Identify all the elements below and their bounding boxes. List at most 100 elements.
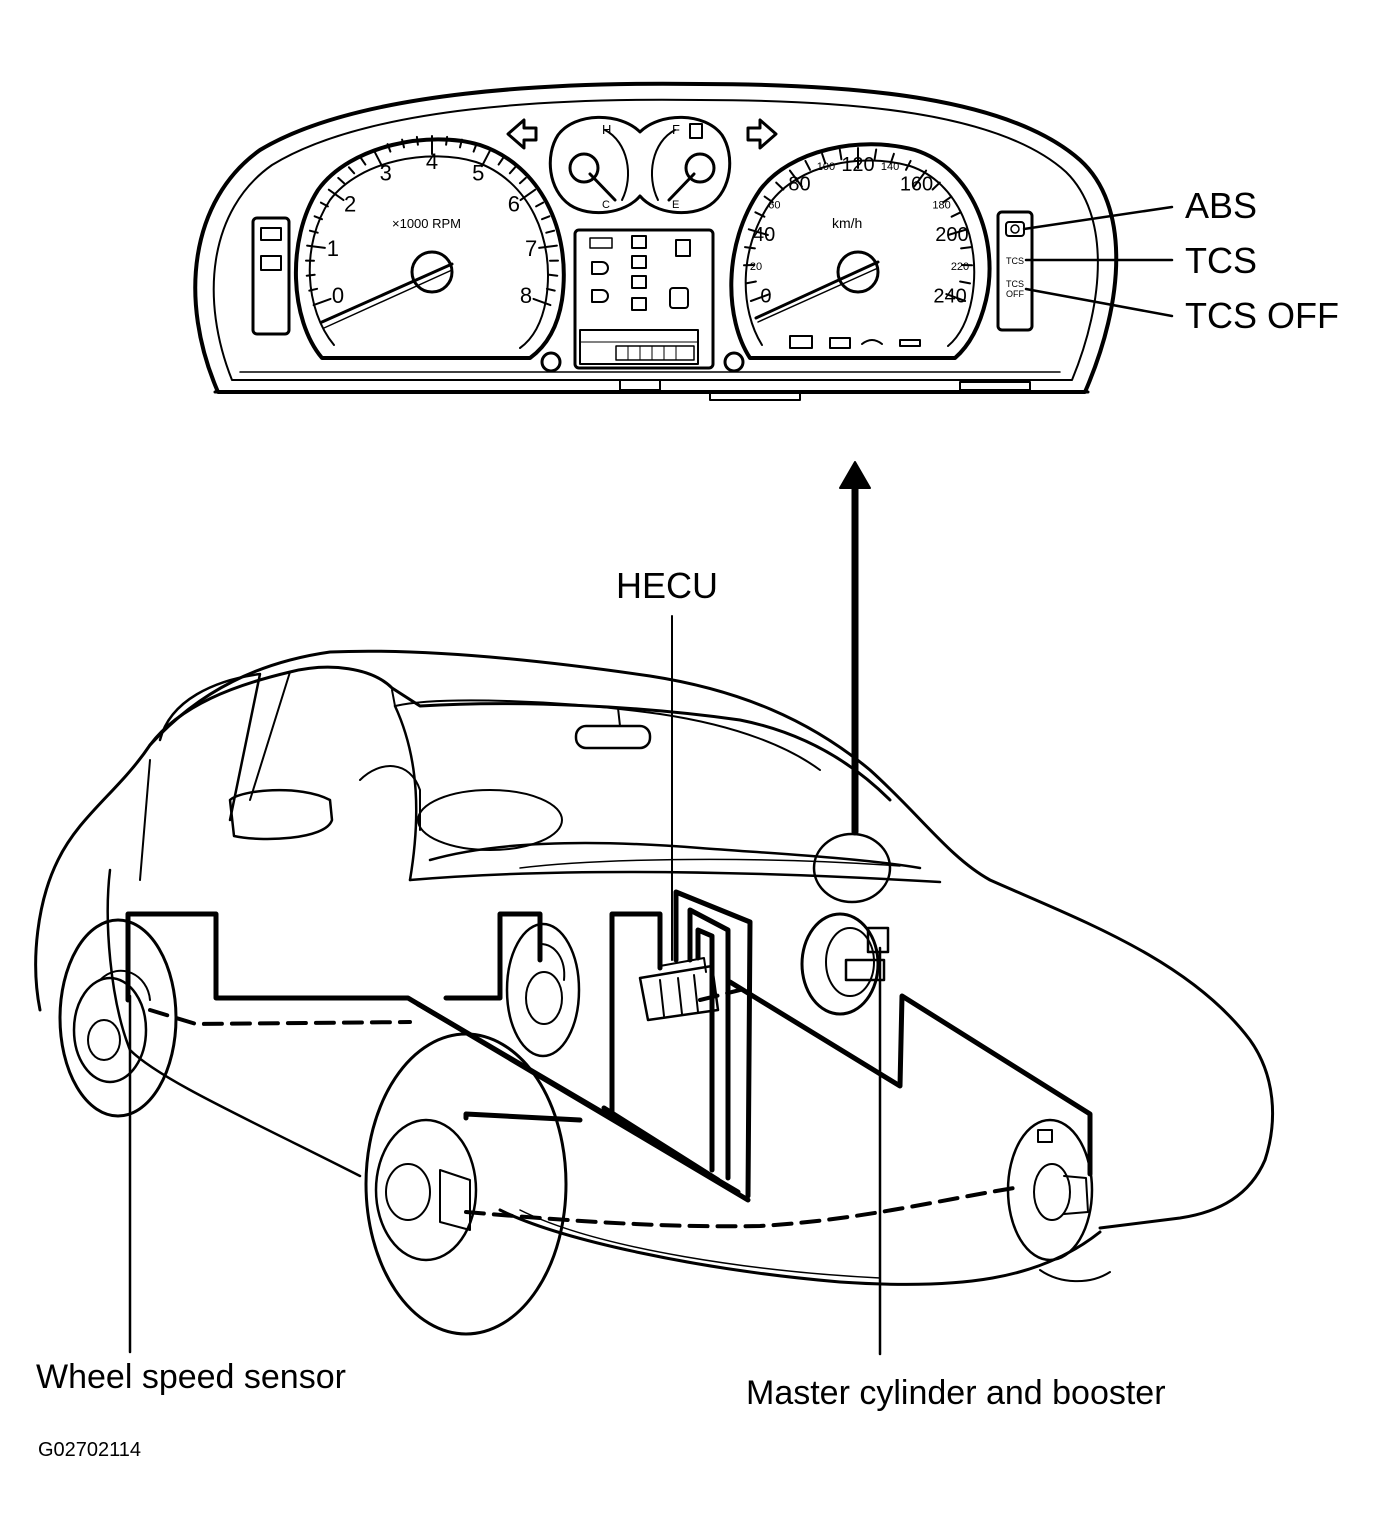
master-cylinder-booster [800,912,890,1016]
speedometer-tick-mark [745,280,757,285]
tachometer-unit-label: ×1000 RPM [392,216,461,231]
tachometer-tick-mark [480,149,492,168]
speedometer-minor-tick-label: 20 [750,261,762,273]
tachometer-tick-mark [386,143,392,153]
tachometer-tick-mark [308,229,319,234]
speedometer-tick-label: 120 [841,154,874,176]
hecu-label: HECU [616,565,719,606]
odometer-lcd [579,329,699,365]
tachometer-tick-mark [538,244,558,249]
front-right-brake [1006,1118,1094,1262]
tachometer-tick-mark [545,287,556,292]
front-left-wheel [364,1032,568,1336]
speedometer-tick-mark [749,293,771,302]
fuel-full-label: F [672,122,680,137]
tcs-off-label: TCS OFF [1185,295,1339,336]
tachometer-tick-mark [308,287,319,292]
speedometer-minor-tick-label: 60 [768,200,780,212]
tachometer-tick-mark [548,273,559,277]
wheel-speed-sensor-label: Wheel speed sensor [36,1358,346,1396]
tachometer-tick-label: 5 [472,160,484,185]
tachometer-tick-label: 8 [520,283,532,308]
tachometer-tick-mark [445,135,449,146]
speedometer-tick-mark [744,246,756,250]
speedometer-tick-mark [804,159,811,171]
speedometer-minor-tick-label: 180 [932,200,950,212]
speedometer-tick-label: 0 [760,286,771,308]
tachometer-tick-label: 6 [508,192,520,217]
left-warning-lamp-strip [251,216,291,336]
tachometer-tick-label: 7 [525,236,537,261]
tachometer-tick-label: 0 [332,283,344,308]
abs-leader-line [1022,205,1174,231]
speedometer-tick-mark [763,195,774,204]
tachometer-tick-mark [306,244,326,249]
tachometer-tick-mark [519,188,537,202]
speedometer-minor-tick-label: 140 [881,161,899,173]
temp-high-label: H [602,122,611,137]
tachometer-tick-label: 1 [327,236,339,261]
fuel-gauge-needle [667,172,696,202]
speedometer-tick-label: 200 [935,224,968,246]
wheel-speed-sensor-harness [148,988,1016,1229]
speedometer-tick-mark [747,228,769,236]
cluster-location-circle [812,832,892,904]
speedometer-tick-mark [838,148,843,161]
speedometer-tick-label: 240 [933,286,966,308]
tachometer-tick-mark [518,176,527,185]
tachometer-tick-mark [459,138,463,149]
tachometer-tick-label: 4 [426,149,438,174]
speedometer-minor-tick-label: 220 [951,261,969,273]
tachometer-tick-mark [312,297,332,307]
speedometer-tick-mark [821,152,827,165]
tachometer-hub [410,250,454,294]
tachometer-tick-mark [472,143,478,153]
tcs-lamp-label: TCS [1006,256,1024,266]
rearview-mirror [574,724,652,750]
speedometer-tick-mark [959,280,971,285]
tachometer-tick-mark [401,138,405,149]
tachometer [294,135,566,360]
temp-low-label: C [602,199,610,211]
tachometer-tick-label: 3 [380,160,392,185]
speedometer-tick-mark [931,181,941,191]
speedometer-tick-mark [775,181,785,191]
trip-reset-knob-right [723,351,745,373]
speedometer-tick-mark [788,169,803,188]
tachometer-tick-mark [319,201,329,208]
speedometer-unit-label: km/h [832,215,862,231]
speedometer-tick-mark [960,246,972,250]
tachometer-tick-label: 2 [344,192,356,217]
speedometer-tick-label: 80 [788,173,810,195]
left-turn-indicator-icon [506,118,538,150]
speedometer-tick-mark [905,159,912,171]
speedometer-tick-mark [942,195,953,204]
speedometer-tick-mark [754,211,766,218]
fuel-gauge-hub [684,152,716,184]
tachometer-scale-labels: 0 123 4 567 8 [327,149,537,308]
vehicle-outline [34,649,1274,1286]
temp-fuel-gauges [548,115,732,215]
rear-left-wheel [58,918,178,1118]
abs-warning-lamp [1005,221,1025,237]
figure-id: G02702114 [38,1439,142,1461]
speedometer-tick-mark [945,293,967,302]
master-cylinder-booster-label: Master cylinder and booster [746,1374,1166,1412]
rear-right-brake [505,922,581,1058]
speedometer-tick-mark [873,148,878,161]
speedometer-tick-mark [913,169,928,188]
tachometer-tick-mark [305,273,316,277]
tachometer-tick-mark [415,135,419,146]
cluster-location-arrow [839,461,871,836]
tachometer-tick-mark [359,157,367,166]
speedometer [729,142,992,360]
tcs-off-leader-line [1024,287,1174,318]
speedometer-tick-mark [889,152,895,165]
speedometer-hub [836,250,880,294]
tachometer-tick-mark [347,166,356,175]
trip-reset-knob-left [540,351,562,373]
instrument-cluster [193,81,1119,401]
steering-wheel [417,789,563,851]
